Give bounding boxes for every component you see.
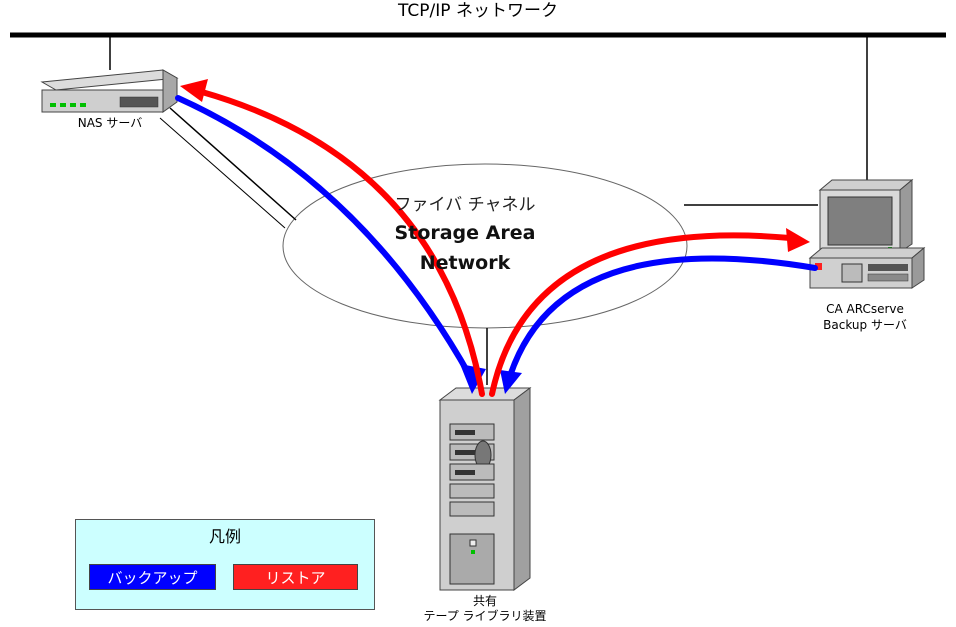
restore-arrowhead-nas [180,79,208,102]
backup-server-label-line1: CA ARCserve [826,302,904,316]
san-ellipse [282,163,688,329]
restore-arrowhead-server [786,228,810,252]
legend-restore-chip: リストア [233,564,358,590]
tape-library-icon [438,387,532,591]
nas-san-link [169,107,297,221]
nas-san-link-2 [159,117,286,229]
nas-server-label: NAS サーバ [77,116,143,130]
network-title: TCP/IP ネットワーク [398,1,558,21]
backup-server-icon [808,178,926,289]
san-label-storage-area: Storage Area [394,222,536,244]
backup-arrow-nas-to-tape [175,95,473,379]
tape-library-label-line1: 共有 [472,594,497,608]
san-label-fibre-channel: ファイバ チャネル [394,195,536,215]
backup-server-label-line2: Backup サーバ [823,318,907,332]
nas-server-icon [40,69,179,113]
tape-library-label-line2: テープ ライブラリ装置 [423,609,547,623]
backup-arrow-server-to-tape [507,255,818,379]
backup-arrowhead-tape-right [500,370,522,394]
restore-flow-arrows [180,79,810,397]
restore-arrow-tape-to-server [489,232,793,397]
san-label-network: Network [419,252,511,274]
restore-arrow-tape-to-nas [199,89,485,397]
backup-flow-arrows [175,95,818,394]
legend-title: 凡例 [208,527,241,546]
legend-backup-chip: バックアップ [89,564,216,590]
